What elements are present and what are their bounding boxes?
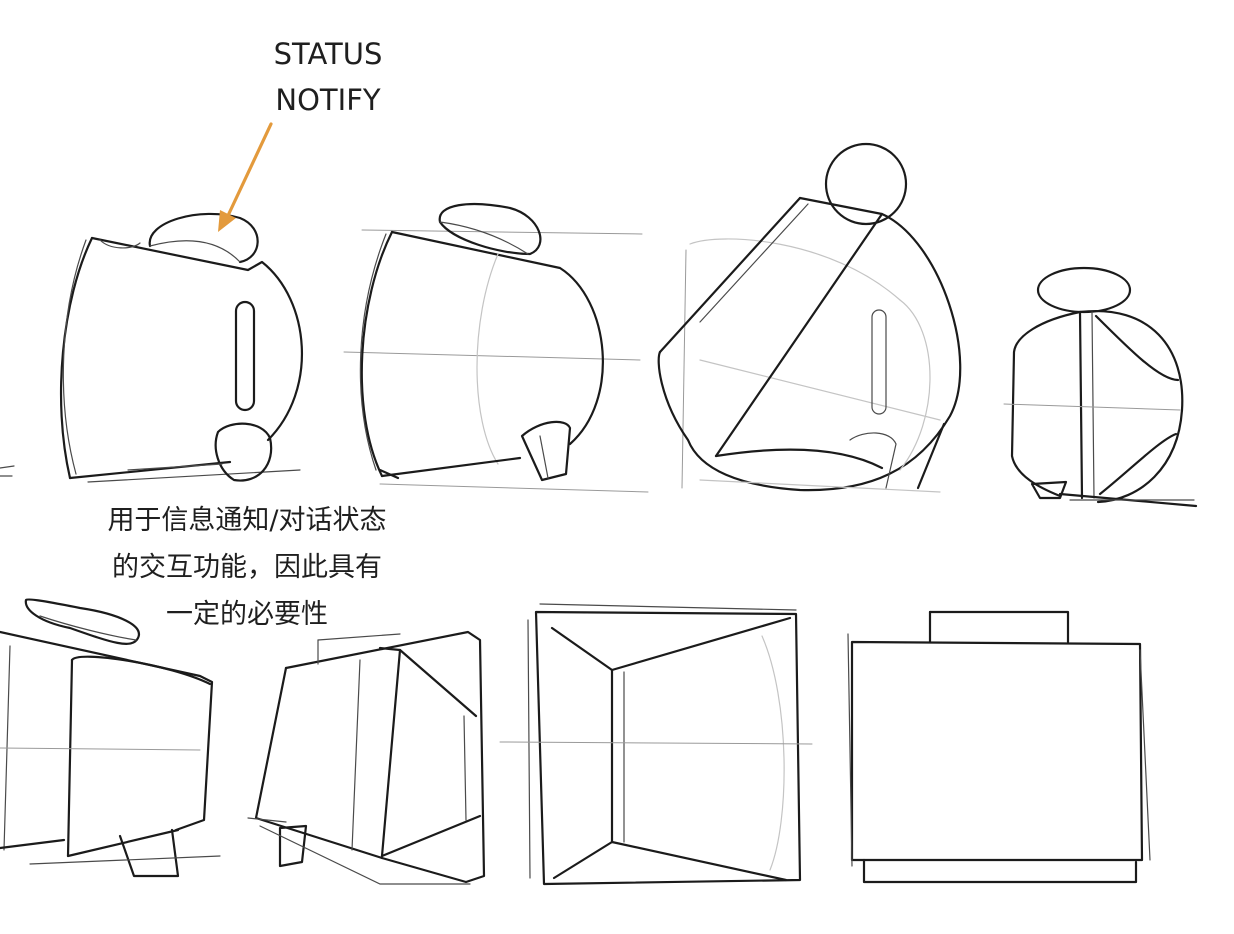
purpose-note-line-2: 的交互功能，因此具有 bbox=[112, 552, 382, 583]
status-label-line-1: STATUS bbox=[273, 37, 383, 71]
sketch-sphere-cube-view bbox=[657, 142, 962, 493]
purpose-note-line-1: 用于信息通知/对话状态 bbox=[107, 505, 387, 536]
sketch-box-angled-left bbox=[0, 598, 221, 878]
sketch-mug-side-view bbox=[0, 212, 304, 483]
purpose-note-line-3: 一定的必要性 bbox=[166, 599, 328, 630]
sketch-round-side-view bbox=[1003, 266, 1198, 508]
purpose-note: 用于信息通知/对话状态 的交互功能，因此具有 一定的必要性 bbox=[72, 500, 422, 641]
sketch-box-flat-front bbox=[847, 610, 1151, 884]
sketch-box-angled-center bbox=[247, 630, 486, 885]
sketch-box-front-view bbox=[499, 603, 813, 886]
status-notify-arrow bbox=[218, 122, 273, 232]
sketch-mug-perspective-view bbox=[343, 202, 649, 493]
status-notify-label: STATUS NOTIFY bbox=[228, 34, 428, 126]
status-label-line-2: NOTIFY bbox=[275, 83, 381, 117]
